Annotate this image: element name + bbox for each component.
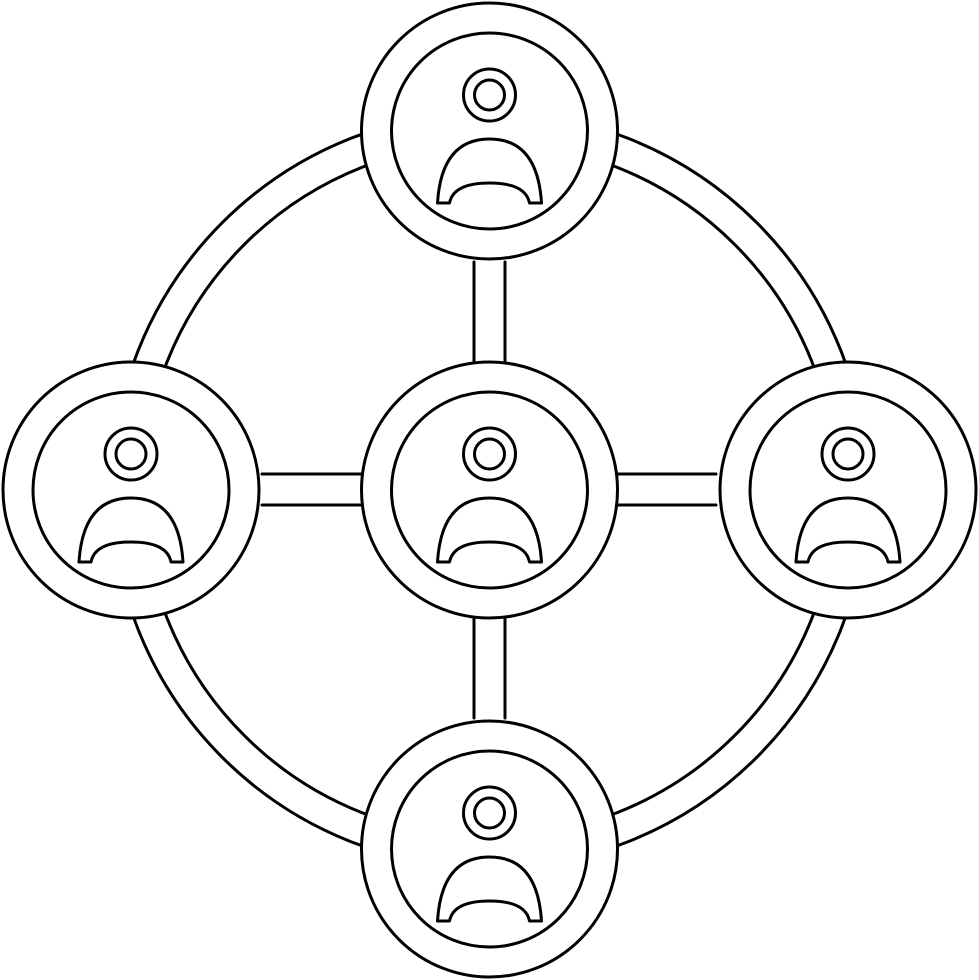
person-icon-left: [1, 360, 261, 620]
node-top: [360, 1, 619, 261]
person-icon-center: [360, 360, 619, 620]
node-right: [718, 360, 978, 620]
person-icon-right: [718, 360, 978, 620]
person-icon-bottom: [360, 719, 619, 979]
person-icon-top: [360, 1, 619, 261]
node-center: [360, 360, 619, 620]
node-bottom: [360, 719, 619, 979]
connector-lines: [260, 260, 718, 720]
node-left: [1, 360, 261, 620]
